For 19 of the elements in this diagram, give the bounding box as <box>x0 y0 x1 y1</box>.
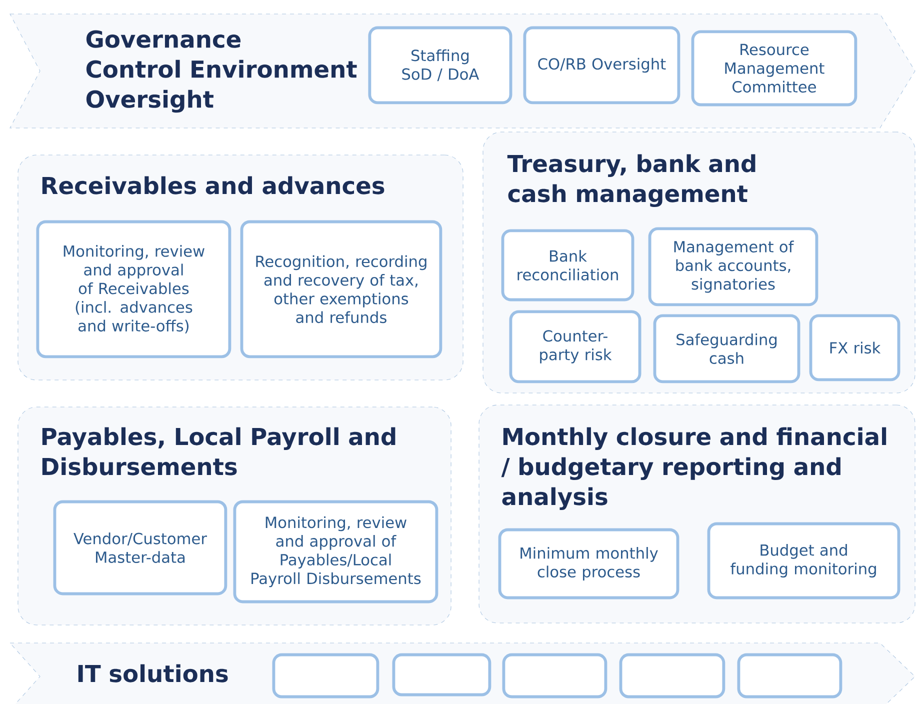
process-box: FX risk <box>809 314 900 382</box>
process-box: Monitoring, review and approval of Receivables (incl. advances and write-offs) <box>36 220 232 358</box>
system-box <box>392 653 492 696</box>
system-box <box>737 653 842 698</box>
process-box: Budget and funding monitoring <box>707 522 900 600</box>
process-box: Vendor/Customer Master-data <box>53 500 228 596</box>
process-box: Management of bank accounts, signatories <box>648 227 818 306</box>
process-box: Minimum monthly close process <box>498 528 680 600</box>
process-box: Safeguarding cash <box>653 314 800 384</box>
process-box: Monitoring, review and approval of Payables/Local Payroll Disbursements <box>233 500 438 604</box>
process-box: Counter-party risk <box>509 310 642 384</box>
system-box <box>619 653 726 698</box>
process-box: Recognition, recording and recovery of tax, other exemptions and refunds <box>240 220 442 358</box>
process-box: Resource Management Committee <box>691 30 858 106</box>
process-box: Staffing SoD / DoA <box>368 26 512 104</box>
system-box <box>502 653 608 698</box>
system-box <box>272 653 380 698</box>
process-box: CO/RB Oversight <box>523 26 680 104</box>
process-box: Bank reconciliation <box>501 229 634 302</box>
